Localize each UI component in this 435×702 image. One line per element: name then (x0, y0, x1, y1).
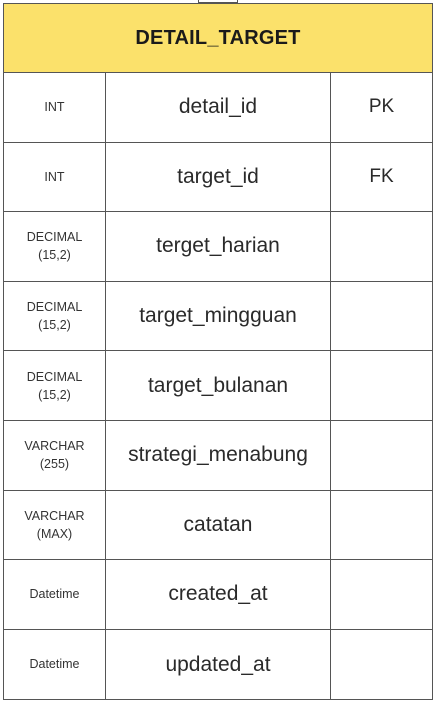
entity-title: DETAIL_TARGET (4, 4, 432, 73)
attribute-row: INT target_id FK (4, 142, 432, 213)
attribute-row: DECIMAL (15,2) target_bulanan (4, 351, 432, 421)
entity-connector-handle (198, 0, 238, 3)
attribute-name: updated_at (106, 629, 331, 700)
attribute-key (331, 421, 432, 490)
attribute-row: Datetime updated_at (4, 629, 432, 700)
attribute-key (331, 351, 432, 420)
attribute-type: Datetime (4, 560, 106, 629)
attribute-name: created_at (106, 560, 331, 629)
attribute-type: DECIMAL (15,2) (4, 212, 106, 281)
attribute-key (331, 560, 432, 629)
attribute-row: INT detail_id PK (4, 73, 432, 143)
attribute-type: INT (4, 142, 106, 212)
attribute-name: catatan (106, 490, 331, 560)
attribute-name: target_mingguan (106, 281, 331, 351)
attribute-name: terget_harian (106, 212, 331, 281)
attribute-row: VARCHAR (MAX) catatan (4, 490, 432, 561)
attribute-key (331, 630, 432, 700)
attribute-type: DECIMAL (15,2) (4, 351, 106, 420)
attribute-key: FK (369, 165, 394, 187)
attribute-rows: INT detail_id PK INT target_id FK DECIMA… (4, 73, 432, 700)
attribute-row: DECIMAL (15,2) target_mingguan (4, 281, 432, 352)
entity-table-detail-target[interactable]: DETAIL_TARGET INT detail_id PK INT targe… (3, 3, 433, 700)
attribute-type: VARCHAR (255) (4, 420, 106, 490)
attribute-name: target_id (106, 142, 331, 212)
attribute-row: VARCHAR (255) strategi_menabung (4, 420, 432, 491)
attribute-row: DECIMAL (15,2) terget_harian (4, 212, 432, 282)
attribute-type: Datetime (4, 629, 106, 700)
attribute-name: strategi_menabung (106, 420, 331, 490)
attribute-key (331, 282, 432, 351)
attribute-type: INT (4, 73, 106, 142)
attribute-row: Datetime created_at (4, 560, 432, 630)
attribute-key (331, 491, 432, 560)
attribute-type: VARCHAR (MAX) (4, 490, 106, 560)
attribute-name: target_bulanan (106, 351, 331, 420)
attribute-key (331, 212, 432, 281)
attribute-type: DECIMAL (15,2) (4, 281, 106, 351)
attribute-key: PK (368, 96, 395, 118)
attribute-name: detail_id (106, 73, 331, 142)
